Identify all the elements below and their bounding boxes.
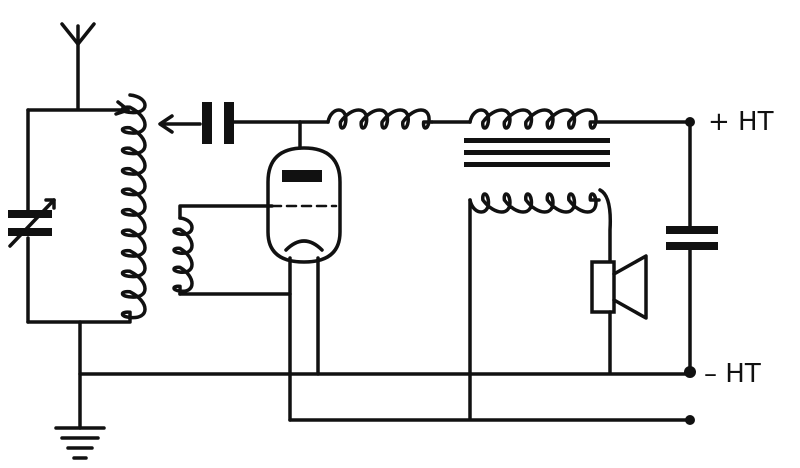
plus-ht-label: + HT	[708, 107, 774, 137]
loudspeaker-icon	[590, 254, 648, 374]
reaction-coil	[172, 204, 292, 296]
ground-rails	[78, 372, 695, 425]
coupling-capacitor	[202, 102, 302, 144]
ht-decoupling-capacitor	[666, 117, 718, 378]
tuning-coil	[120, 93, 147, 323]
variable-capacitor	[8, 198, 56, 248]
antenna-icon	[60, 22, 96, 110]
coil-tap-arrows	[114, 100, 202, 134]
triode-valve	[266, 120, 342, 422]
output-transformer	[464, 108, 692, 420]
minus-ht-label: – HT	[704, 359, 761, 389]
rf-choke	[298, 108, 472, 130]
tuning-circuit-wires	[26, 108, 132, 430]
earth-ground-icon	[54, 426, 106, 460]
